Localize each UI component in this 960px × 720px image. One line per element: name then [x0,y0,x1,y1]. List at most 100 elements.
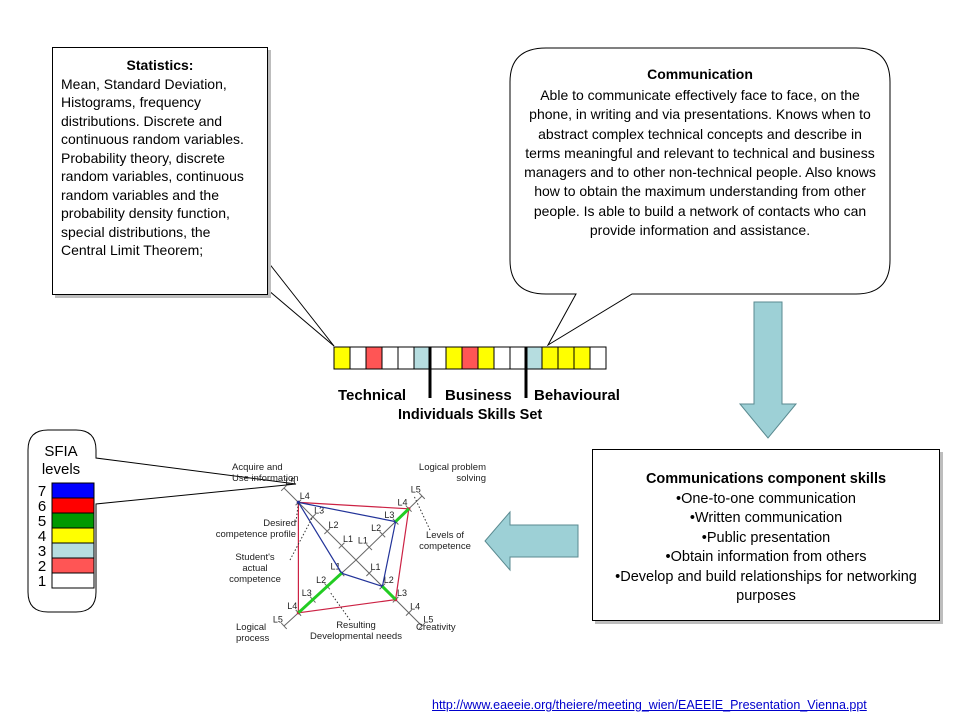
sfia-level-label: 3 [37,543,47,560]
skill-cell [333,346,351,370]
component-skills-title: Communications component skills [645,471,887,487]
radar-axis-line [355,495,423,561]
statistics-title: Statistics: [126,57,194,73]
radar-tick [338,542,345,549]
sfia-level-label: 7 [37,483,47,500]
sfia-level-label: 2 [37,558,47,575]
skill-cell [413,346,431,370]
component-skill-item: •Written communication [689,510,843,526]
radar-gap-segment [394,507,410,523]
radar-level-label: L3 [384,510,394,520]
radar-leader-line [413,495,431,531]
sfia-level-label: 4 [37,528,47,545]
skill-cell [397,346,415,370]
radar-gap-segment [297,572,343,614]
radar-level-label: L1 [343,534,353,544]
radar-level-label: L2 [371,523,381,533]
sfia-level-label: 6 [37,498,47,515]
radar-axis-line [283,487,357,561]
radar-level-label: L5 [285,477,295,487]
sfia-level-label: 5 [37,513,47,530]
skill-cell [589,346,607,370]
component-skill-item: •Develop and build relationships for net… [615,568,917,605]
radar-tick [324,528,331,535]
component-skill-item: •Obtain information from others [665,549,867,565]
skills-strip [333,346,607,370]
sfia-level-label: 1 [37,573,47,590]
radar-tick [366,543,373,551]
radar-leader-line [289,516,314,561]
radar-level-label: L4 [410,601,420,611]
axis-label-creativity: Creativity [416,622,456,633]
sfia-level-swatch [51,497,95,514]
sfia-level-swatch [51,542,95,559]
skill-cell [557,346,575,370]
skill-cell [429,346,447,370]
radar-level-label: L2 [316,575,326,585]
skill-cell [381,346,399,370]
sfia-level-swatch [51,572,95,589]
skill-cell [509,346,527,370]
down-arrow [738,301,798,439]
component-skill-item: •Public presentation [701,529,831,546]
skill-cell [493,346,511,370]
radar-level-label: L5 [273,614,283,624]
radar-leader-line [329,591,351,621]
sfia-level-swatch [51,527,95,544]
category-technical: Technical [338,387,407,404]
stats-pointer-line-1 [267,261,335,347]
radar-tick [418,492,426,500]
skills-set-title: Individuals Skills Set [398,407,543,423]
radar-level-label: L5 [423,615,433,625]
radar-series-polygon [297,501,397,588]
left-arrow [484,510,579,572]
radar-tick [405,609,412,616]
sfia-bubble [27,429,297,613]
radar-series-point [296,500,300,504]
radar-gap-segment [381,585,397,601]
component-skill-item: •One-to-one communication [676,490,856,507]
sfia-level-swatch [51,512,95,529]
radar-level-label: L2 [384,575,394,585]
radar-level-label: L5 [411,485,421,495]
radar-level-label: L1 [358,536,368,546]
communication-text: Able to communicate effectively face to … [524,87,876,239]
skill-cell [349,346,367,370]
skill-cell [477,346,495,370]
radar-tick [280,622,288,630]
radar-tick [418,622,426,630]
radar-tick [309,513,316,520]
statistics-text: Mean, Standard Deviation, Histograms, fr… [61,75,244,259]
sfia-title: SFIA levels [41,443,81,478]
skill-cell [445,346,463,370]
statistics-box: Statistics: Mean, Standard Deviation, Hi… [52,47,268,295]
radar-tick [379,531,386,538]
sfia-level-swatch [51,557,95,574]
category-behavioural: Behavioural [534,387,620,404]
footer-url-link[interactable]: http://www.eaeeie.org/theiere/meeting_wi… [432,698,867,712]
component-skills-box: Communications component skills •One-to-… [592,449,940,621]
radar-tick [366,570,373,577]
skill-cell [541,346,559,370]
radar-level-label: L1 [331,562,341,572]
category-business: Business [445,387,512,404]
sfia-level-bar [51,482,95,589]
skill-cell [525,346,543,370]
radar-level-label: L3 [397,588,407,598]
radar-level-label: L3 [302,588,312,598]
radar-level-label: L4 [300,491,310,501]
skill-cell [365,346,383,370]
radar-tick [280,484,288,492]
radar-level-label: L4 [287,601,297,611]
stats-pointer-line-2 [267,289,335,347]
sfia-level-swatch [51,482,95,499]
communication-title: Communication [647,66,753,82]
radar-level-label: L3 [314,505,324,515]
